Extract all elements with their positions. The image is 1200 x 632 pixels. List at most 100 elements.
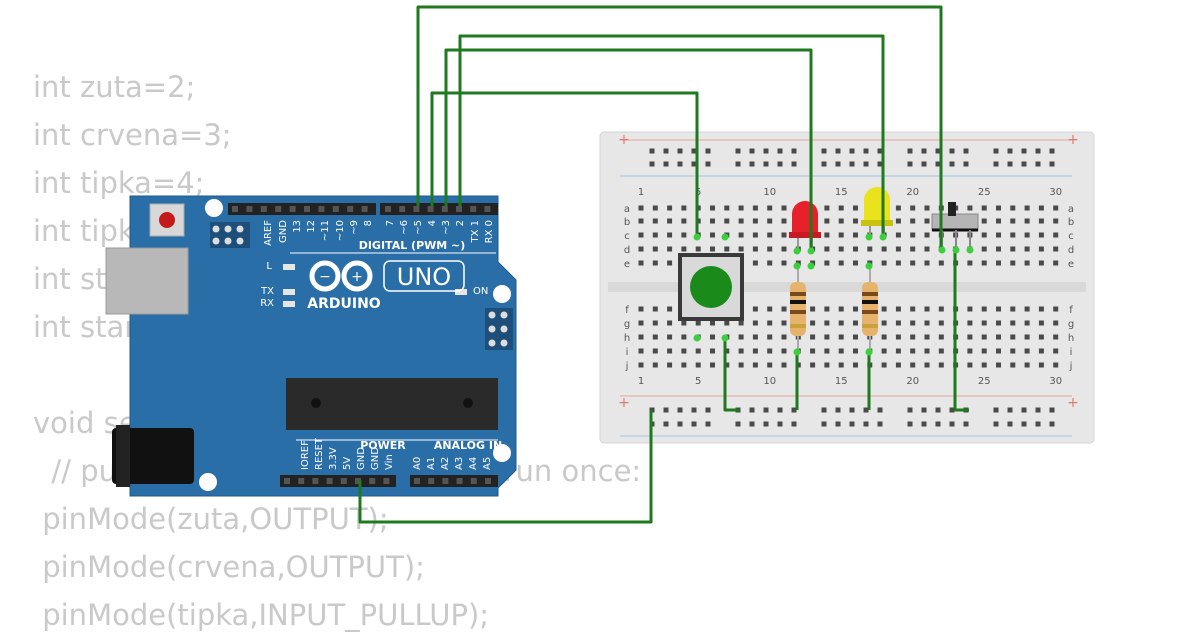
row-letter: g xyxy=(1068,319,1074,330)
pin-label: 13 xyxy=(292,220,303,233)
rail-hole xyxy=(877,421,883,427)
breadboard-hole xyxy=(895,306,901,312)
rail-hole xyxy=(921,421,927,427)
breadboard-hole xyxy=(710,320,715,326)
breadboard-hole xyxy=(1010,334,1016,340)
breadboard-hole xyxy=(924,334,930,340)
breadboard-hole xyxy=(738,205,744,211)
breadboard-hole xyxy=(924,320,930,326)
code-line: pinMode(crvena,OUTPUT); xyxy=(33,550,425,584)
header-power xyxy=(280,475,396,487)
rail-hole xyxy=(863,421,869,427)
onboard-led-label: RX xyxy=(260,298,274,309)
breadboard-hole xyxy=(895,232,901,238)
rail-hole xyxy=(1021,407,1027,413)
breadboard-hole xyxy=(810,320,816,326)
row-letter: f xyxy=(625,305,629,316)
breadboard-hole xyxy=(853,306,858,312)
breadboard-hole xyxy=(1038,320,1044,326)
breadboard-hole xyxy=(981,205,987,211)
breadboard-hole xyxy=(1010,362,1016,368)
breadboard-hole xyxy=(710,362,715,368)
rail-hole xyxy=(1021,148,1027,154)
breadboard-hole xyxy=(695,246,701,252)
breadboard-hole xyxy=(996,306,1001,312)
breadboard-hole xyxy=(1053,348,1059,354)
breadboard-hole xyxy=(738,246,744,252)
breadboard-hole xyxy=(652,320,658,326)
rail-hole xyxy=(835,161,841,167)
header-analog xyxy=(410,475,498,487)
rail-hole xyxy=(705,161,711,167)
breadboard-hole xyxy=(924,260,930,266)
breadboard-hole xyxy=(695,348,701,354)
breadboard-hole xyxy=(881,348,887,354)
column-number: 1 xyxy=(638,187,644,198)
breadboard-hole xyxy=(724,320,730,326)
breadboard-hole xyxy=(1024,320,1030,326)
breadboard-hole xyxy=(838,306,844,312)
pin-label: A4 xyxy=(468,457,479,470)
rail-hole xyxy=(691,148,697,154)
rail-hole xyxy=(963,421,969,427)
column-number: 20 xyxy=(906,187,919,198)
pin-label: A5 xyxy=(482,457,493,470)
breadboard-hole xyxy=(738,232,744,238)
breadboard-hole xyxy=(853,232,858,238)
rail-hole xyxy=(649,148,655,154)
breadboard-hole xyxy=(824,320,830,326)
connection-dot xyxy=(879,233,887,241)
breadboard-hole xyxy=(667,362,673,368)
rail-hole xyxy=(1049,407,1055,413)
rail-hole xyxy=(993,421,999,427)
breadboard-hole xyxy=(981,362,987,368)
rail-hole xyxy=(935,407,941,413)
connection-dot xyxy=(807,262,815,270)
rail-hole xyxy=(907,407,913,413)
rail-hole xyxy=(935,161,941,167)
column-number: 10 xyxy=(763,187,776,198)
connection-dot xyxy=(966,246,974,254)
pin-label: 4 xyxy=(427,220,438,226)
breadboard-hole xyxy=(853,348,858,354)
breadboard-hole xyxy=(910,232,916,238)
row-letter: f xyxy=(1069,305,1073,316)
connection-dot xyxy=(938,246,946,254)
breadboard-hole xyxy=(853,260,858,266)
breadboard-hole xyxy=(652,362,658,368)
pin-label: 2 xyxy=(455,220,466,226)
rail-hole xyxy=(821,148,827,154)
rail-hole xyxy=(907,148,913,154)
rail-hole xyxy=(949,148,955,154)
breadboard-hole xyxy=(1038,348,1044,354)
breadboard-hole xyxy=(767,320,773,326)
rail-hole xyxy=(921,161,927,167)
breadboard-hole xyxy=(1038,205,1044,211)
code-line: pinMode(tipka,INPUT_PULLUP); xyxy=(33,598,490,632)
wire-pin5-switch xyxy=(416,5,943,248)
breadboard-hole xyxy=(767,306,773,312)
rail-hole xyxy=(691,407,697,413)
breadboard-hole xyxy=(710,205,715,211)
breadboard-hole xyxy=(810,362,816,368)
breadboard-hole xyxy=(895,320,901,326)
rail-hole xyxy=(993,161,999,167)
breadboard-hole xyxy=(938,362,944,368)
breadboard-hole xyxy=(910,218,916,224)
breadboard-hole xyxy=(967,348,973,354)
breadboard-hole xyxy=(881,246,887,252)
breadboard-hole xyxy=(638,218,644,224)
breadboard-hole xyxy=(838,218,844,224)
rail-hole xyxy=(749,161,755,167)
breadboard-hole xyxy=(824,334,830,340)
power-jack xyxy=(112,428,194,484)
svg-text:+: + xyxy=(351,269,363,285)
breadboard-hole xyxy=(910,334,916,340)
breadboard-hole xyxy=(1010,306,1016,312)
breadboard-hole xyxy=(752,334,758,340)
wire-pin2-yellow-led xyxy=(458,34,885,236)
breadboard-hole xyxy=(767,334,773,340)
row-letter: d xyxy=(1068,245,1074,256)
